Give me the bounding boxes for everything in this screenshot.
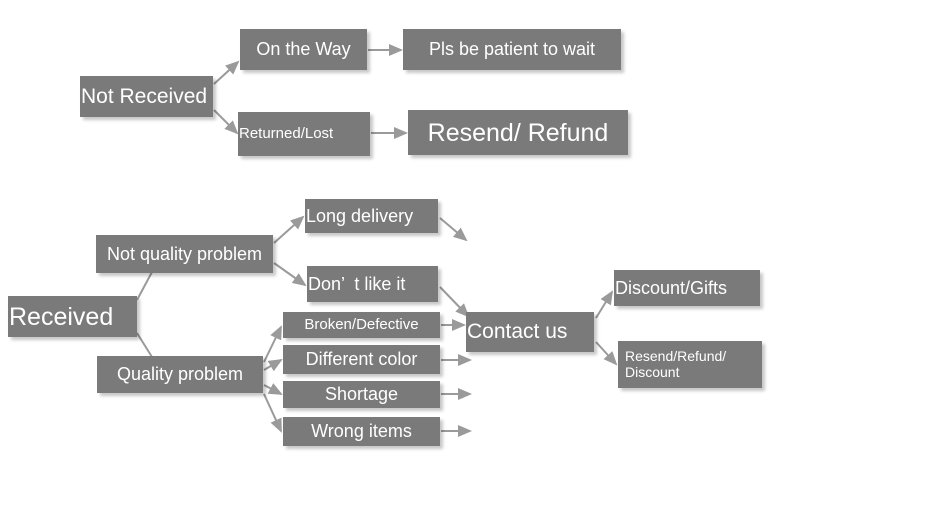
connector-dont-like-it-to-contact-us [439,286,470,318]
connector-not-quality-to-long-delivery [273,215,305,244]
node-dont-like-it[interactable]: Don’ t like it [307,266,438,302]
node-resend-refund[interactable]: Resend/ Refund [408,110,628,155]
node-not-received[interactable]: Not Received [80,76,213,117]
connector-quality-to-wrong-items [263,393,282,433]
node-shortage[interactable]: Shortage [283,381,440,408]
connector-not-received-to-returned-lost [213,109,239,135]
node-not-quality[interactable]: Not quality problem [96,235,273,273]
node-broken-defective[interactable]: Broken/Defective [283,312,440,338]
node-quality[interactable]: Quality problem [97,356,263,393]
node-long-delivery[interactable]: Long delivery [305,199,438,233]
connector-quality-to-shortage [263,383,283,395]
connector-not-received-to-on-the-way [213,60,240,85]
node-pls-be-patient[interactable]: Pls be patient to wait [403,29,621,70]
node-different-color[interactable]: Different color [283,345,440,374]
node-resend-refund-disc[interactable]: Resend/Refund/ Discount [618,341,762,388]
connector-contact-us-to-resend-refund-disc [595,341,618,366]
connector-received-to-not-quality [136,271,153,301]
connector-contact-us-to-discount-gifts [595,290,614,319]
node-contact-us[interactable]: Contact us [466,312,594,352]
node-on-the-way[interactable]: On the Way [240,29,367,70]
node-received[interactable]: Received [8,296,137,337]
node-returned-lost[interactable]: Returned/Lost [238,112,370,156]
connector-not-quality-to-dont-like-it [273,262,307,287]
node-wrong-items[interactable]: Wrong items [283,417,440,446]
connector-received-to-quality [136,332,153,358]
connector-quality-to-broken-defective [263,325,282,363]
connector-quality-to-different-color [263,358,283,372]
connector-long-delivery-to-contact-us [439,217,468,242]
node-discount-gifts[interactable]: Discount/Gifts [614,270,760,306]
